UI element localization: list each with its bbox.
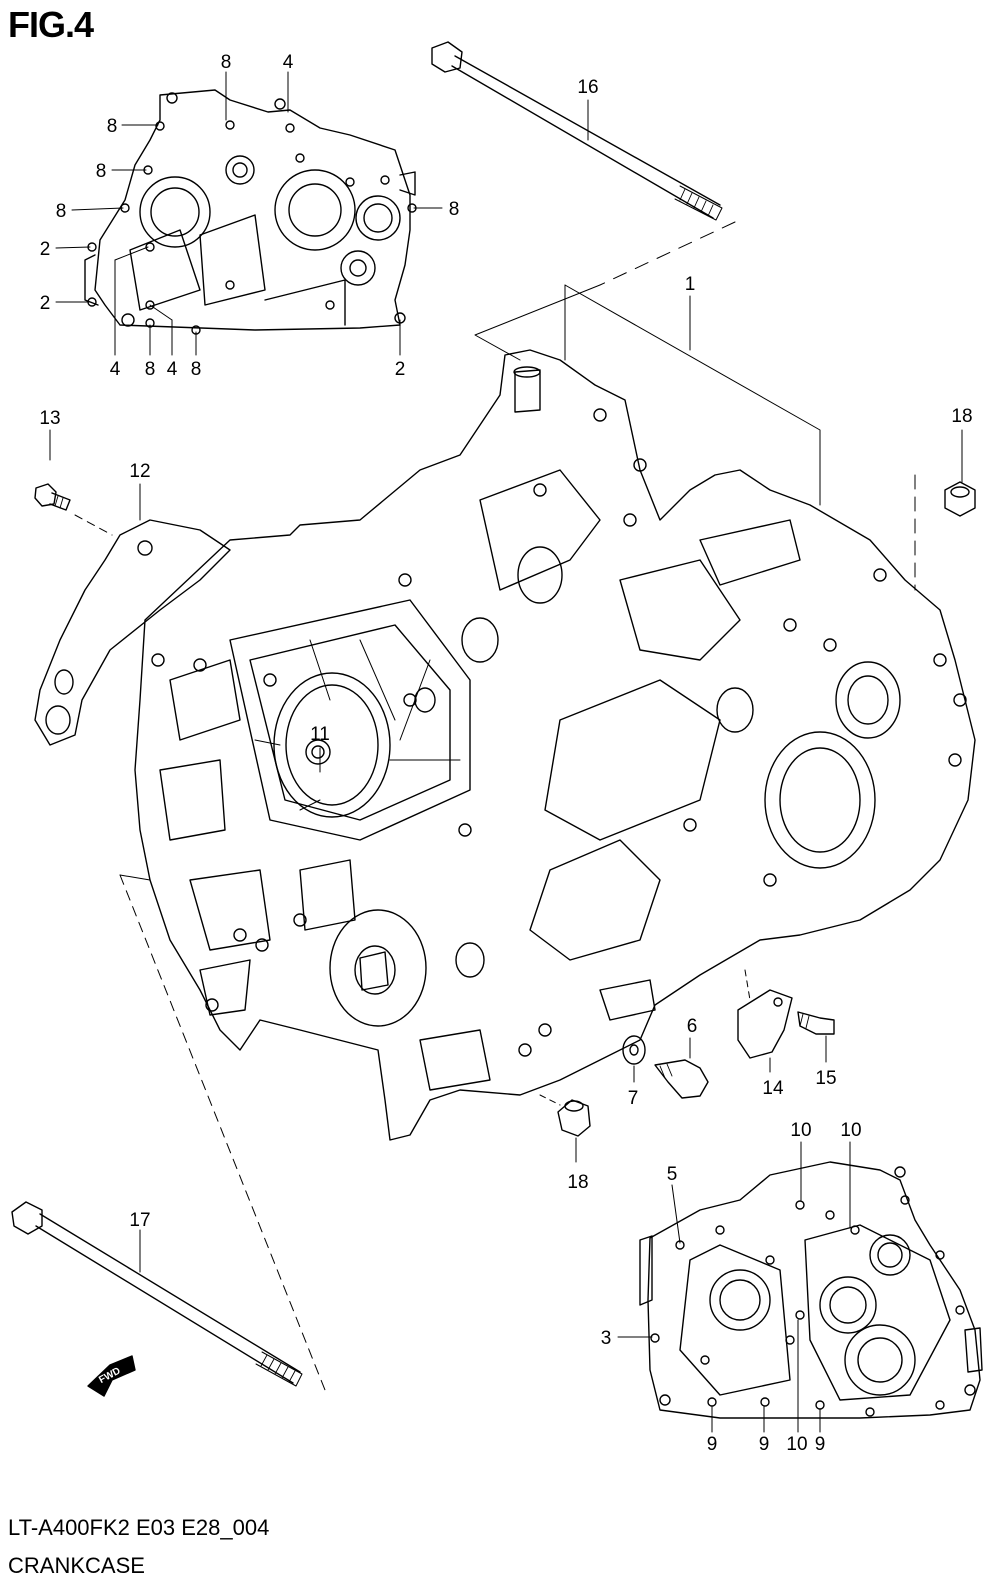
callout-9: 9 bbox=[707, 1434, 718, 1455]
callout-4: 4 bbox=[110, 359, 121, 380]
callout-8: 8 bbox=[96, 161, 107, 182]
callout-3: 3 bbox=[601, 1328, 612, 1349]
callout-10: 10 bbox=[786, 1434, 807, 1455]
callout-2: 2 bbox=[40, 293, 51, 314]
callout-11: 11 bbox=[310, 724, 330, 745]
callout-17: 17 bbox=[129, 1210, 150, 1231]
crankcase-right-view bbox=[639, 1161, 983, 1419]
callout-10: 10 bbox=[840, 1120, 861, 1141]
bolt-17 bbox=[11, 1201, 303, 1387]
callout-2: 2 bbox=[395, 359, 406, 380]
figure-title: FIG.4 bbox=[8, 4, 94, 45]
callout-5: 5 bbox=[667, 1164, 678, 1185]
nut-18-bottom bbox=[539, 1094, 591, 1163]
callout-8: 8 bbox=[449, 199, 460, 220]
bolt-15 bbox=[797, 1011, 835, 1063]
bolt-16 bbox=[431, 41, 723, 221]
section-name: CRANKCASE bbox=[8, 1553, 145, 1578]
callout-8: 8 bbox=[56, 201, 67, 222]
crankcase-left-view bbox=[84, 89, 417, 335]
callout-10: 10 bbox=[790, 1120, 811, 1141]
fwd-arrow-icon bbox=[87, 1355, 136, 1397]
main-crankcase bbox=[134, 349, 976, 1141]
callout-18: 18 bbox=[951, 406, 972, 427]
callout-8: 8 bbox=[221, 52, 232, 73]
callout-7: 7 bbox=[628, 1088, 639, 1109]
model-code: LT-A400FK2 E03 E28_004 bbox=[8, 1515, 270, 1540]
callout-15: 15 bbox=[815, 1068, 836, 1089]
callout-1: 1 bbox=[685, 274, 696, 295]
callout-4: 4 bbox=[167, 359, 178, 380]
callout-16: 16 bbox=[577, 77, 598, 98]
callout-2: 2 bbox=[40, 239, 51, 260]
gasket-12 bbox=[34, 519, 231, 746]
bolt-13 bbox=[34, 483, 71, 511]
callout-9: 9 bbox=[815, 1434, 826, 1455]
callout-8: 8 bbox=[145, 359, 156, 380]
callout-9: 9 bbox=[759, 1434, 770, 1455]
callout-6: 6 bbox=[687, 1016, 698, 1037]
callout-8: 8 bbox=[107, 116, 118, 137]
washer-7 bbox=[622, 1035, 646, 1083]
callout-8: 8 bbox=[191, 359, 202, 380]
callout-4: 4 bbox=[283, 52, 294, 73]
nut-18-top bbox=[914, 429, 976, 591]
callout-14: 14 bbox=[762, 1078, 784, 1099]
plate-14 bbox=[737, 989, 793, 1073]
callout-12: 12 bbox=[129, 461, 150, 482]
bolt-6 bbox=[654, 1037, 709, 1099]
callout-18: 18 bbox=[567, 1172, 588, 1193]
callout-13: 13 bbox=[39, 408, 60, 429]
